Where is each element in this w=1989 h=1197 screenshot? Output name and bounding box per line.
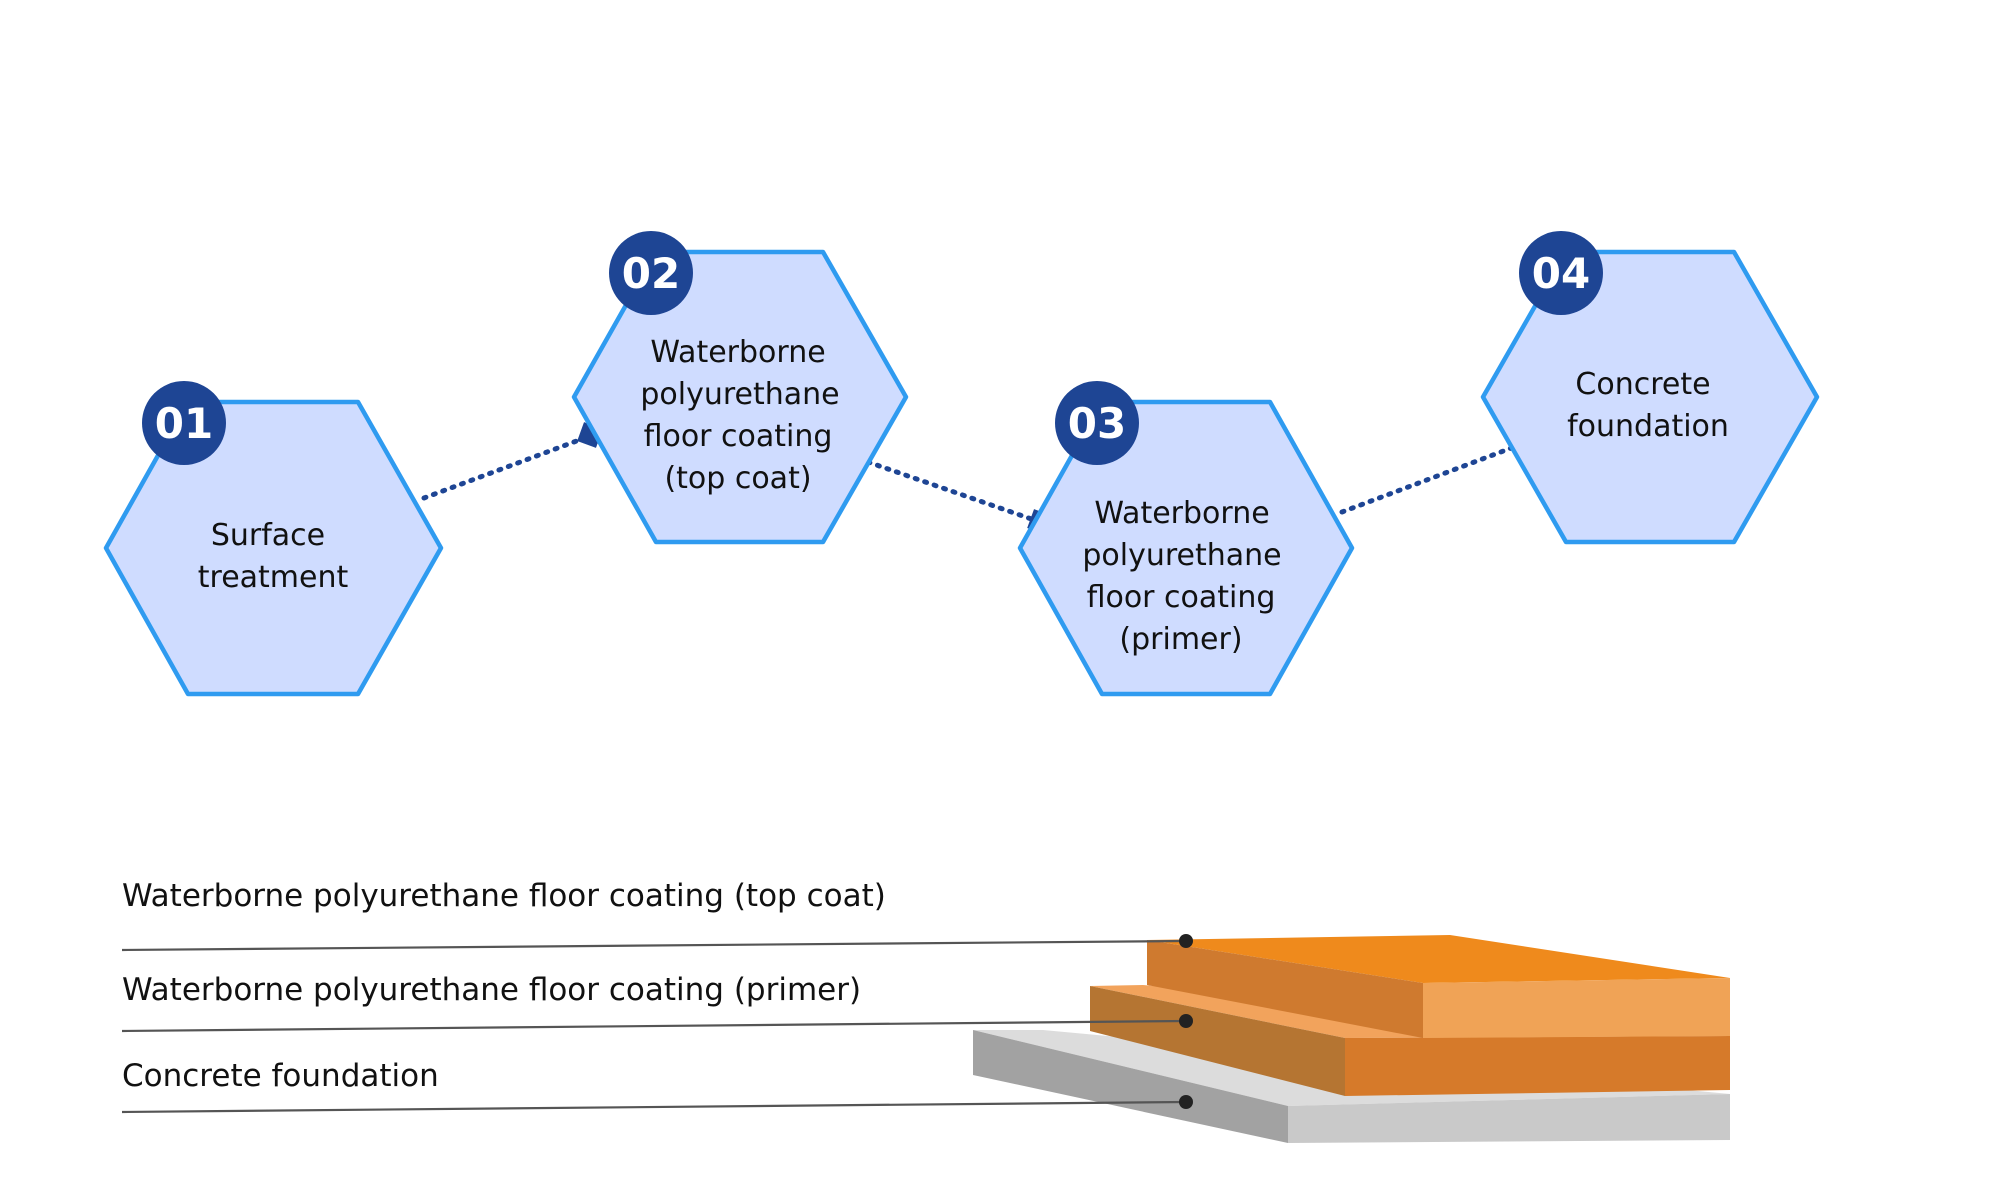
step-01-label-line-1: Surface <box>211 518 325 553</box>
step-03-label-line-1: Waterborne <box>1094 496 1269 531</box>
leader-dot-top-coat <box>1179 934 1193 948</box>
step-03-label-line-3: floor coating <box>1087 580 1276 615</box>
layer-stack <box>973 935 1730 1143</box>
top-coat-top-face <box>1147 935 1730 983</box>
step-03-badge <box>1055 381 1139 465</box>
layer-label-primer: Waterborne polyurethane floor coating (p… <box>122 972 861 1008</box>
top-coat-side-face <box>1147 940 1423 1038</box>
leader-line-top-coat <box>121 939 1187 952</box>
step-02: 02 Waterborne polyurethane floor coating… <box>571 231 909 545</box>
step-03-number: 03 <box>1068 399 1126 448</box>
leader-line-primer <box>121 1019 1187 1033</box>
step-04-number: 04 <box>1532 249 1590 298</box>
layer-legend: Waterborne polyurethane floor coating (t… <box>121 878 1193 1114</box>
concrete-front-face <box>1288 1094 1730 1143</box>
leader-line-concrete <box>121 1100 1187 1114</box>
step-01-hexagon <box>103 399 444 697</box>
step-02-label-line-4: (top coat) <box>664 461 811 496</box>
step-02-hexagon <box>571 249 909 545</box>
step-02-label-line-2: polyurethane <box>640 377 839 412</box>
connector-03-04 <box>1339 441 1525 515</box>
connector-01-02 <box>421 433 593 501</box>
step-03: 03 Waterborne polyurethane floor coating… <box>1017 381 1355 697</box>
top-coat-front-face <box>1423 978 1730 1038</box>
step-02-badge <box>609 231 693 315</box>
step-02-number: 02 <box>622 249 680 298</box>
step-02-label-line-1: Waterborne <box>650 335 825 370</box>
step-04-label-line-1: Concrete <box>1575 367 1710 402</box>
step-03-label-line-4: (primer) <box>1119 622 1242 657</box>
primer-side-face <box>1090 986 1345 1096</box>
step-01: 01 Surface treatment <box>103 381 444 697</box>
layer-label-concrete: Concrete foundation <box>122 1058 439 1094</box>
connector-02-03 <box>865 459 1043 525</box>
step-04-label-line-2: foundation <box>1567 409 1729 444</box>
step-02-label-line-3: floor coating <box>644 419 833 454</box>
step-04-badge <box>1519 231 1603 315</box>
step-01-number: 01 <box>155 399 213 448</box>
step-01-badge <box>142 381 226 465</box>
step-03-label-line-2: polyurethane <box>1082 538 1281 573</box>
step-04: 04 Concrete foundation <box>1480 231 1820 545</box>
step-03-hexagon <box>1017 399 1355 697</box>
layer-label-top-coat: Waterborne polyurethane floor coating (t… <box>122 878 886 914</box>
step-01-label-line-2: treatment <box>198 560 349 595</box>
leader-dot-concrete <box>1179 1095 1193 1109</box>
leader-dot-primer <box>1179 1014 1193 1028</box>
primer-front-face <box>1345 1036 1730 1096</box>
step-04-hexagon <box>1480 249 1820 545</box>
concrete-side-face <box>973 1030 1288 1143</box>
step-connectors <box>421 422 1535 535</box>
